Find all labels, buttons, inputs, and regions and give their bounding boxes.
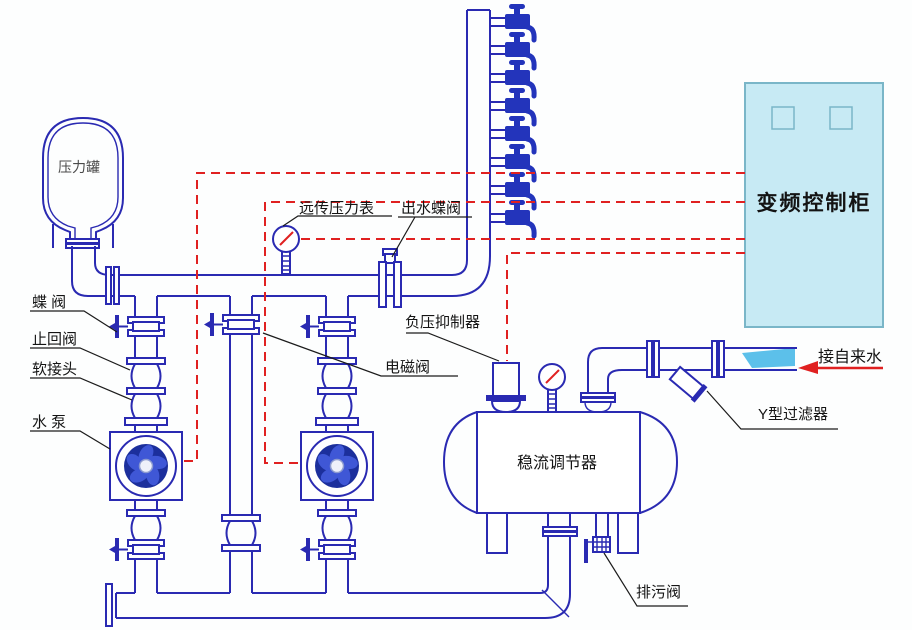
remote-pressure-gauge-label: 远传压力表 — [299, 200, 374, 217]
control-line-pump2 — [264, 201, 745, 464]
control-cabinet — [744, 82, 884, 328]
water-pump-label: 水 泵 — [32, 414, 66, 431]
suppressor-label: 负压抑制器 — [405, 314, 480, 331]
tank-pressure-gauge — [538, 363, 566, 413]
soft-joint-label: 软接头 — [32, 361, 77, 378]
water-flow-mark — [742, 348, 795, 368]
pump-column-1 — [109, 296, 182, 593]
cabinet-indicator-window — [771, 106, 795, 130]
solenoid-valve — [203, 312, 260, 337]
outlet-butterfly-valve-label: 出水蝶阀 — [401, 200, 461, 217]
main-outlet-pipe — [71, 9, 491, 305]
flow-regulator-label: 稳流调节器 — [517, 454, 597, 472]
control-line-pump1 — [184, 172, 745, 462]
solenoid-valve-column — [203, 296, 261, 593]
remote-pressure-gauge — [272, 225, 300, 275]
faucet — [490, 200, 534, 236]
flow-regulator-tank — [442, 411, 679, 554]
manifold-end-flange — [105, 583, 113, 627]
drain-valve-label: 排污阀 — [636, 584, 681, 601]
negative-pressure-suppressor — [486, 362, 526, 414]
check-valve-label: 止回阀 — [32, 331, 77, 348]
butterfly-valve-label: 蝶 阀 — [32, 294, 66, 311]
diagram-labels: 压力罐 远传压力表 出水蝶阀 变频控制柜 蝶 阀 止回阀 软接头 水 泵 电磁阀… — [32, 159, 882, 601]
cabinet-indicator-window — [829, 106, 853, 130]
tank-leg — [486, 512, 508, 554]
control-line-suppressor — [506, 252, 745, 361]
drain-valve — [584, 513, 611, 563]
leader-lines — [30, 215, 838, 607]
tap-water-inlet-label: 接自来水 — [818, 348, 882, 366]
solenoid-valve-label: 电磁阀 — [385, 359, 430, 376]
control-signal-lines — [184, 172, 745, 464]
suction-manifold — [105, 513, 578, 627]
pressure-tank-label: 压力罐 — [58, 159, 100, 175]
tap-water-inlet-pipe — [580, 340, 797, 413]
pressure-tank — [42, 116, 124, 249]
y-strainer — [668, 365, 708, 403]
inlet-flow-arrow — [798, 361, 883, 374]
tank-legs — [52, 224, 114, 248]
y-strainer-label: Y型过滤器 — [758, 406, 828, 423]
control-cabinet-label: 变频控制柜 — [757, 191, 872, 215]
tank-leg — [617, 512, 639, 554]
outlet-butterfly-valve — [378, 248, 402, 308]
pump-column-2 — [300, 296, 373, 593]
